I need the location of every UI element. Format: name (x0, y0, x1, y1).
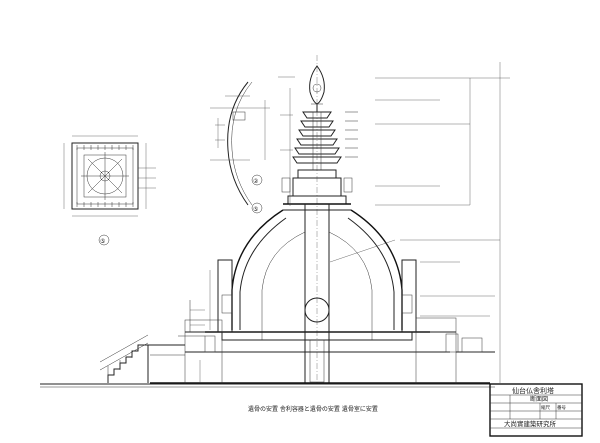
project-name: 仙台仏舎利塔 (512, 386, 554, 395)
plan-marker-label: ⑤ (100, 238, 105, 245)
section-marker-a: ② (251, 174, 263, 186)
footer-note-text: 遺骨の安置 舎利容器と遺骨の安置 遺骨室に安置 (248, 405, 378, 413)
svg-text:②: ② (253, 178, 259, 185)
plan-view (63, 135, 156, 217)
finial (309, 65, 325, 112)
leader-marks (345, 111, 358, 158)
scale-label: 縮尺 (541, 404, 550, 411)
firm-name: 大尚實建築研究所 (504, 419, 557, 428)
spire-base (281, 169, 353, 205)
right-wing (415, 317, 495, 385)
section-marker-b: ⑤ (251, 202, 263, 214)
inner-shaft (304, 204, 330, 383)
svg-text:⑤: ⑤ (253, 206, 258, 213)
inner-arch (261, 231, 373, 340)
sheet-number: 番号 (557, 404, 566, 411)
sheet-title: 断面図 (530, 395, 548, 403)
dimension-lines (190, 62, 510, 383)
plan-marker: ⑤ (98, 234, 110, 246)
title-block: 仙台仏舎利塔 断面図 縮尺 番号 大尚實建築研究所 (489, 383, 583, 437)
staircase (99, 334, 185, 383)
detail-curve (210, 81, 270, 206)
footer-note: 遺骨の安置 舎利容器と遺骨の安置 遺骨室に安置 (248, 405, 378, 413)
